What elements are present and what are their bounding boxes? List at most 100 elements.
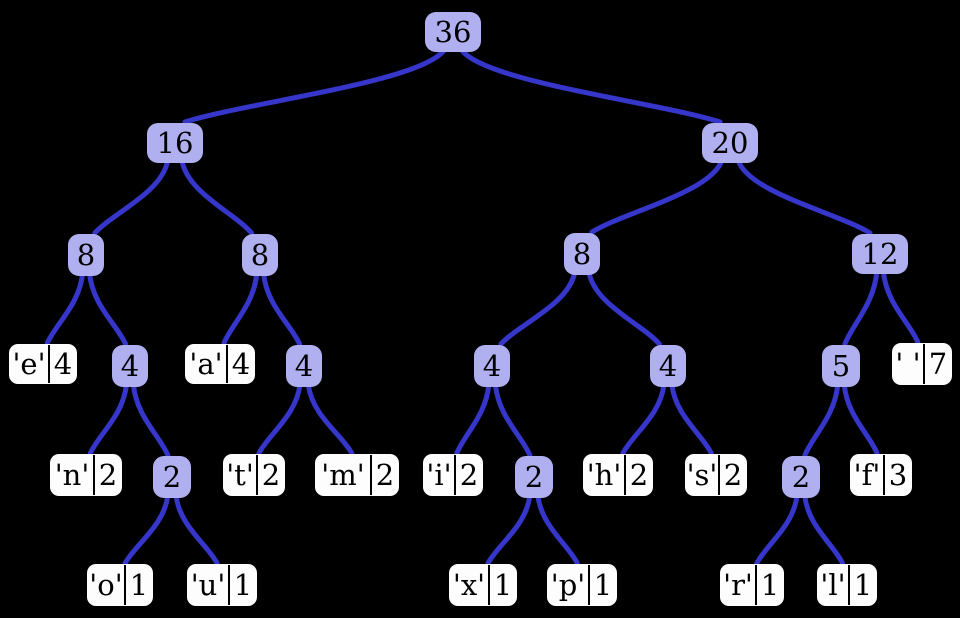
leaf-char-label: 's' [687,458,718,492]
tree-edge-n8c-n4c [498,269,578,347]
leaf-char-label: 'p' [551,568,586,602]
leaf-count-label: 4 [54,347,72,381]
frequency-box [822,345,860,387]
tree-edge-n8b-la [221,270,260,346]
frequency-label: 36 [435,15,472,49]
leaf-box [547,564,617,606]
tree-edge-n4d-lh [620,381,667,456]
leaf-char-label: 'a' [189,347,222,381]
frequency-label: 2 [525,460,543,494]
tree-edge-n2c-ll [802,492,845,566]
leaf-char-label: 'f' [854,458,881,492]
internal-node-n20: 20 [702,123,758,163]
leaf-node-ls: 's'2 [685,454,747,496]
frequency-box [782,456,820,498]
tree-edge-n12-n5 [842,268,880,347]
leaf-node-lsp: ' '7 [892,343,952,385]
leaf-count-label: 1 [130,568,148,602]
leaf-count-label: 1 [594,568,612,602]
tree-edge-n2b-lp [535,492,580,566]
frequency-label: 8 [77,238,95,272]
frequency-box [153,456,191,498]
tree-edge-n8a-n4a [87,270,129,347]
frequency-label: 8 [573,237,591,271]
leaf-box [685,454,747,496]
tree-edge-n4c-li [454,381,492,456]
leaf-char-label: 'o' [89,568,122,602]
leaf-count-label: 1 [854,568,872,602]
frequency-label: 4 [121,349,139,383]
leaf-box [423,454,483,496]
leaf-char-label: 'e' [12,347,45,381]
leaf-node-lh: 'h'2 [583,454,653,496]
internal-node-n8b: 8 [242,234,278,276]
leaf-box [223,454,285,496]
frequency-label: 4 [295,349,313,383]
leaf-node-lu: 'u'1 [187,564,257,606]
leaf-count-label: 2 [262,458,280,492]
internal-node-n8a: 8 [68,234,104,276]
tree-edge-n12-lsp [880,268,921,345]
frequency-label: 12 [862,237,899,271]
leaf-box [315,454,399,496]
tree-edge-n36-n20 [458,46,723,125]
leaf-box [892,343,952,385]
leaf-char-label: 'u' [191,568,226,602]
frequency-label: 8 [251,238,269,272]
tree-edge-n4b-lm [305,381,355,456]
frequency-box [286,345,322,387]
internal-node-n36: 36 [425,12,481,52]
leaf-count-label: 1 [494,568,512,602]
leaf-char-label: 'x' [453,568,485,602]
leaf-box [187,564,257,606]
tree-edge-n20-n12 [735,157,873,236]
leaf-box [720,564,784,606]
frequency-box [242,234,278,276]
frequency-label: 2 [163,460,181,494]
frequency-box [702,123,758,163]
internal-node-n12: 12 [852,234,908,274]
internal-node-n2c: 2 [782,456,820,498]
leaf-box [817,564,877,606]
leaf-node-lt: 't'2 [223,454,285,496]
leaf-count-label: 2 [99,458,117,492]
leaf-node-li: 'i'2 [423,454,483,496]
tree-edge-n4c-n2b [492,381,533,458]
tree-edge-n8a-le [44,270,86,346]
leaf-box [185,344,255,384]
internal-node-n2b: 2 [515,456,553,498]
leaf-node-ln: 'n'2 [50,454,122,496]
frequency-label: 4 [659,349,677,383]
leaf-count-label: 3 [889,458,907,492]
frequency-box [147,123,203,163]
internal-node-n5: 5 [822,345,860,387]
internal-node-n4b: 4 [286,345,322,387]
frequency-box [474,345,510,387]
leaf-count-label: 1 [234,568,252,602]
frequency-label: 5 [832,349,850,383]
tree-edge-n20-n8c [589,157,725,235]
leaf-node-lr: 'r'1 [720,564,784,606]
leaf-node-lx: 'x' 1 [449,564,517,606]
tree-edge-n8b-n4b [261,270,303,347]
leaf-node-lf: 'f' 3 [850,454,912,496]
leaf-box [9,344,77,384]
tree-edge-n4a-ln [87,381,129,456]
internal-node-n2a: 2 [153,456,191,498]
frequency-box [650,345,686,387]
internal-node-n8c: 8 [564,233,600,275]
leaf-node-lp: 'p'1 [547,564,617,606]
tree-edge-n4b-lt [256,381,303,456]
leaf-node-lo: 'o'1 [87,564,153,606]
tree-edge-n16-n8b [179,157,254,236]
tree-edge-n5-n2c [802,381,841,458]
frequency-box [112,345,148,387]
frequency-box [515,456,553,498]
tree-edge-n16-n8a [92,157,171,236]
leaf-node-ll: 'l'1 [817,564,877,606]
frequency-label: 2 [792,460,810,494]
leaf-node-lm: 'm'2 [315,454,399,496]
leaf-count-label: 2 [630,458,648,492]
